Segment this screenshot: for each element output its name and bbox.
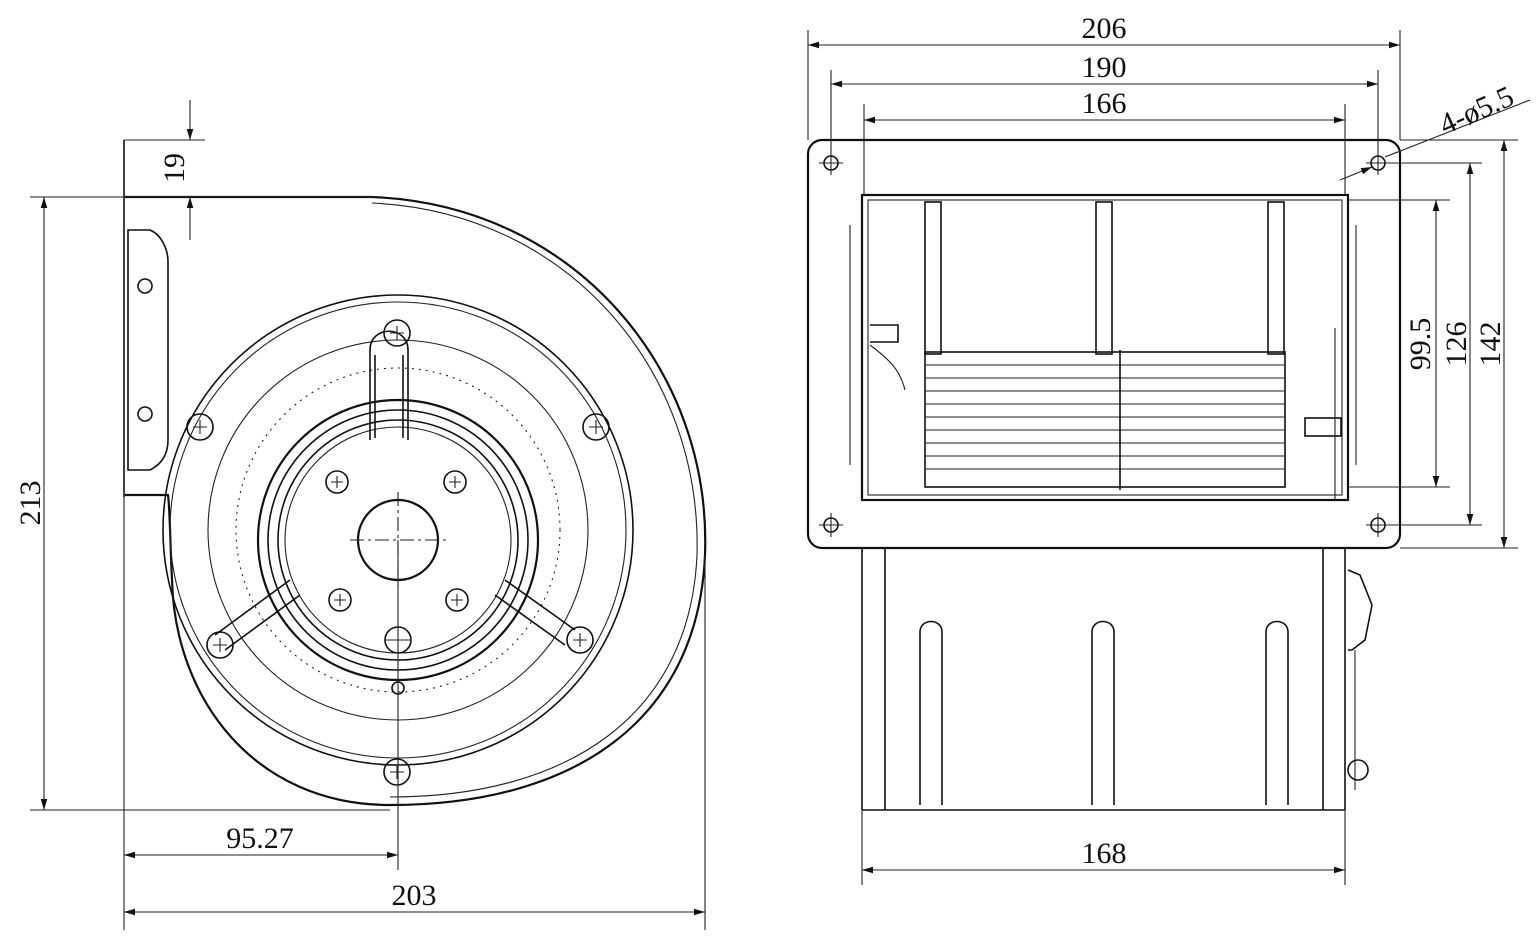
dim-overall-width: 203 bbox=[124, 555, 706, 930]
dim-inner-height: 99.5 bbox=[1348, 199, 1450, 488]
dim-label: 203 bbox=[392, 879, 437, 912]
scroll-housing bbox=[125, 195, 707, 807]
support-arm bbox=[214, 579, 301, 651]
outlet-opening bbox=[860, 193, 1350, 502]
flange-hole bbox=[137, 406, 153, 422]
dim-label: 213 bbox=[14, 481, 47, 526]
support-arm bbox=[494, 579, 576, 646]
dim-label: 142 bbox=[1474, 322, 1507, 367]
dim-label: 19 bbox=[158, 153, 191, 183]
support-arm bbox=[369, 350, 409, 440]
housing-rib bbox=[924, 201, 1285, 355]
dim-label: 4-ø5.5 bbox=[1434, 80, 1518, 142]
screw-icon bbox=[186, 319, 610, 786]
dim-overall-height: 213 bbox=[14, 196, 390, 811]
dim-label: 206 bbox=[1082, 12, 1127, 45]
dim-body-width: 168 bbox=[861, 810, 1346, 885]
dim-mount-holes: 4-ø5.5 bbox=[1339, 80, 1531, 181]
dim-hole-pitch: 190 bbox=[830, 51, 1379, 152]
motor-body bbox=[861, 548, 1373, 811]
dim-label: 99.5 bbox=[1404, 318, 1437, 371]
flange-hole bbox=[137, 278, 153, 294]
dim-side-flange-height: 142 bbox=[1400, 139, 1518, 549]
dim-label: 95.27 bbox=[226, 822, 294, 855]
dim-label: 166 bbox=[1082, 87, 1127, 120]
dim-label: 168 bbox=[1082, 837, 1127, 870]
side-flange-plate bbox=[806, 138, 1402, 550]
dim-label: 190 bbox=[1082, 51, 1127, 84]
dim-outlet-height: 126 bbox=[1385, 162, 1482, 526]
dim-axis-offset: 95.27 bbox=[123, 497, 398, 930]
front-view: 19 213 95.27 203 bbox=[14, 100, 707, 930]
scroll-housing-inner bbox=[371, 202, 698, 798]
dim-outlet-width: 166 bbox=[863, 87, 1346, 195]
dim-flange-width: 206 bbox=[807, 12, 1401, 140]
side-view: 206 190 166 4-ø5.5 142 bbox=[806, 12, 1531, 885]
dim-flange-height: 19 bbox=[124, 100, 205, 240]
mount-hole-icon bbox=[819, 151, 1390, 537]
impeller bbox=[869, 324, 1342, 500]
dim-label: 126 bbox=[1440, 322, 1473, 367]
